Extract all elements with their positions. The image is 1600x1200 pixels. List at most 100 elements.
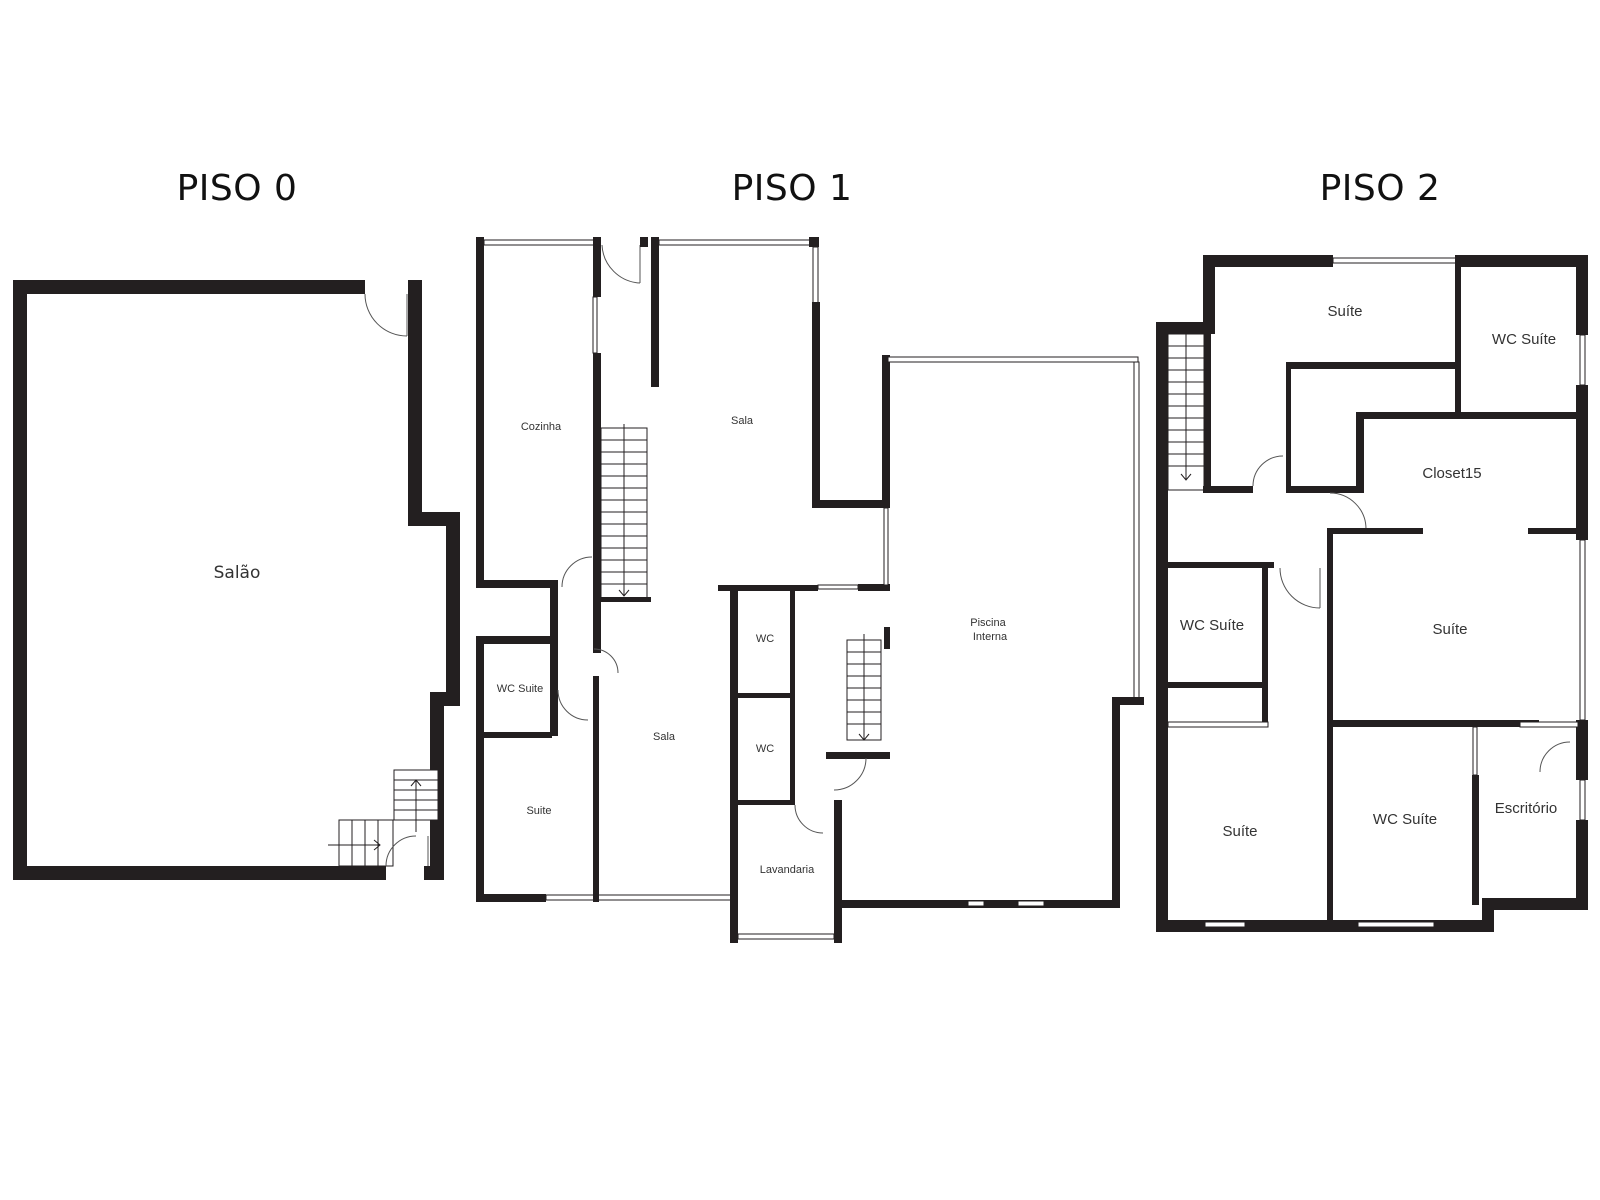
wall: [812, 500, 890, 508]
wall: [476, 237, 484, 587]
wall: [1327, 528, 1423, 534]
window: [1472, 726, 1478, 776]
wall: [730, 903, 738, 943]
wall: [730, 693, 792, 698]
wall: [1472, 775, 1479, 905]
wall: [476, 580, 558, 588]
window: [817, 584, 859, 590]
wall: [1455, 255, 1588, 267]
wall: [408, 280, 422, 526]
floor-plan-piso-1: Cozinha Sala WC Suite Suite Sala WC WC L…: [476, 237, 1144, 943]
wall: [651, 237, 659, 387]
wall: [1203, 255, 1215, 327]
window: [1579, 334, 1586, 386]
door-swing: [601, 244, 641, 284]
door-swing: [833, 757, 867, 791]
wall: [13, 280, 365, 294]
floor-plan-piso-0: Salão: [13, 280, 460, 880]
wall: [812, 302, 820, 508]
door-swing: [1329, 492, 1367, 530]
wall: [834, 800, 842, 943]
wall: [718, 585, 818, 591]
wall: [730, 585, 738, 903]
floor-title-piso-0: PISO 0: [176, 168, 298, 209]
room-label-suite-middle: Suíte: [1432, 621, 1467, 638]
wall: [1156, 682, 1266, 688]
wall: [593, 237, 601, 297]
wall: [884, 627, 890, 649]
room-label-interna: Interna: [973, 631, 1008, 643]
room-label-lavandaria: Lavandaria: [760, 864, 815, 876]
wall: [601, 597, 651, 602]
wall: [1156, 322, 1215, 334]
wall: [882, 355, 890, 508]
room-label-wc-suite-bottom: WC Suíte: [1373, 811, 1437, 828]
window: [1332, 257, 1459, 264]
wall: [476, 636, 484, 902]
door-swing: [794, 804, 824, 834]
wall: [1576, 820, 1588, 910]
staircase: [846, 634, 882, 741]
wall: [1203, 255, 1333, 267]
window: [1357, 921, 1435, 928]
window: [1133, 361, 1140, 701]
door-swing: [593, 648, 619, 674]
wall: [1327, 720, 1539, 727]
wall: [858, 584, 890, 591]
wall: [1576, 385, 1588, 540]
window: [1579, 539, 1586, 721]
wall: [826, 752, 890, 759]
wall: [1286, 486, 1364, 493]
wall: [1528, 528, 1588, 534]
room-label-wc-suite: WC Suite: [497, 683, 543, 695]
window: [1519, 721, 1579, 728]
room-label-wc-2: WC: [756, 743, 774, 755]
room-label-wc-suite-top: WC Suíte: [1492, 331, 1556, 348]
room-label-sala-lower: Sala: [653, 731, 676, 743]
window: [883, 507, 889, 586]
window: [737, 933, 835, 940]
room-label-escritorio: Escritório: [1495, 800, 1558, 817]
window: [967, 900, 985, 907]
wall: [1262, 562, 1268, 722]
staircase: [600, 424, 648, 599]
wall: [1576, 720, 1588, 780]
wall: [1482, 898, 1588, 910]
wall: [1203, 330, 1211, 490]
wall: [476, 636, 558, 644]
wall: [1156, 562, 1274, 568]
wall: [446, 512, 460, 704]
wall: [1356, 412, 1364, 492]
wall: [550, 580, 558, 638]
wall: [790, 585, 795, 805]
room-label-salao: Salão: [214, 563, 261, 583]
window: [1017, 900, 1045, 907]
floor-title-piso-1: PISO 1: [731, 168, 853, 209]
window: [887, 356, 1139, 363]
window: [1204, 921, 1246, 928]
wall: [1356, 412, 1588, 419]
room-label-cozinha: Cozinha: [521, 421, 562, 433]
wall: [13, 280, 27, 880]
wall: [13, 866, 386, 880]
floor-title-piso-2: PISO 2: [1319, 168, 1441, 209]
wall: [1327, 528, 1333, 930]
door-swing: [557, 689, 589, 721]
wall: [424, 866, 444, 880]
wall: [476, 894, 546, 902]
door-swing: [1539, 741, 1571, 773]
window: [483, 239, 596, 246]
room-label-wc-1: WC: [756, 633, 774, 645]
window: [812, 246, 819, 306]
window: [1579, 779, 1586, 821]
staircase: [1167, 333, 1205, 491]
staircase: [328, 769, 439, 867]
room-label-sala-upper: Sala: [731, 415, 754, 427]
wall: [1112, 697, 1144, 705]
wall: [1112, 697, 1120, 908]
window: [658, 239, 816, 246]
wall: [1455, 260, 1461, 417]
wall: [730, 800, 792, 805]
room-label-suite-top: Suíte: [1327, 303, 1362, 320]
